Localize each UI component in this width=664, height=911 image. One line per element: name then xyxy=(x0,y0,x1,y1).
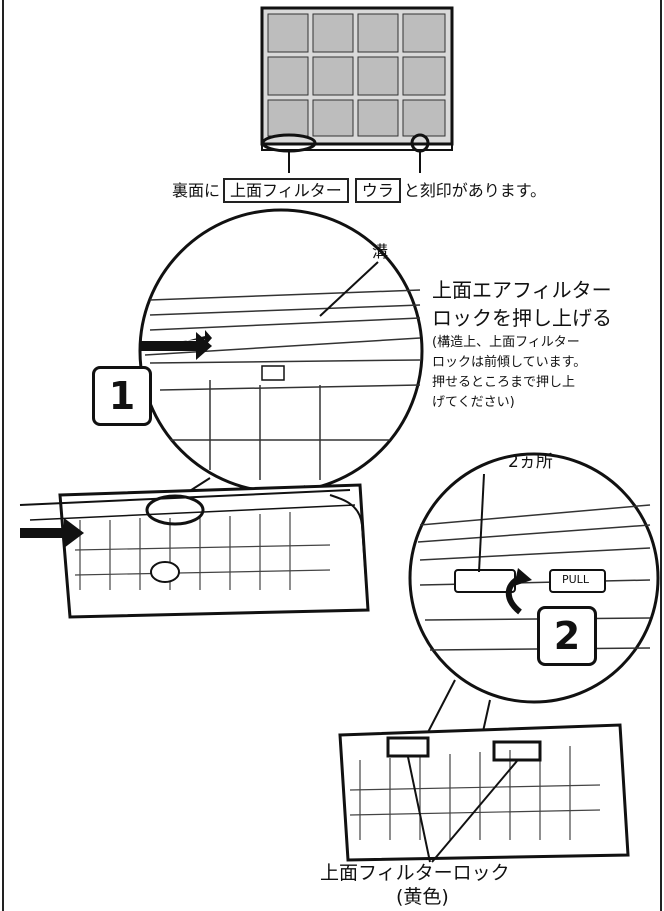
step-2-badge: 2 xyxy=(537,606,597,666)
filter-back-caption: 裏面に上面フィルターウラと刻印があります。 xyxy=(172,178,547,204)
aircon-unit-left xyxy=(19,483,370,619)
filter-lock-label: 上面フィルターロック xyxy=(320,862,510,884)
lock-instruction-line1: 上面エアフィルター xyxy=(432,278,612,302)
lock-instruction-line2: ロックを押し上げる xyxy=(432,306,612,330)
page-border-right xyxy=(660,0,662,911)
lock-note-line4: げてください) xyxy=(432,395,515,410)
aircon-unit-right xyxy=(338,723,630,863)
filter-lock-color-note: (黄色) xyxy=(396,886,449,908)
engraving-label-back: ウラ xyxy=(354,178,401,204)
lock-note-line3: 押せるところまで押し上 xyxy=(432,375,576,390)
caption-suffix: と刻印があります。 xyxy=(403,181,547,200)
page-border-left xyxy=(2,0,4,911)
pull-marking: PULL xyxy=(562,573,589,586)
zoom-circle-lock xyxy=(408,452,660,746)
groove-label: 溝 xyxy=(372,242,389,261)
lock-note-line2: ロックは前傾しています。 xyxy=(432,355,587,370)
caption-prefix: 裏面に xyxy=(172,181,221,200)
two-places-label: 2ヵ所 xyxy=(508,452,553,472)
engraving-label-filter: 上面フィルター xyxy=(223,178,349,204)
step-1-badge: 1 xyxy=(92,366,152,426)
filter-illustration xyxy=(260,6,454,173)
lock-note-line1: (構造上、上面フィルター xyxy=(432,335,580,350)
